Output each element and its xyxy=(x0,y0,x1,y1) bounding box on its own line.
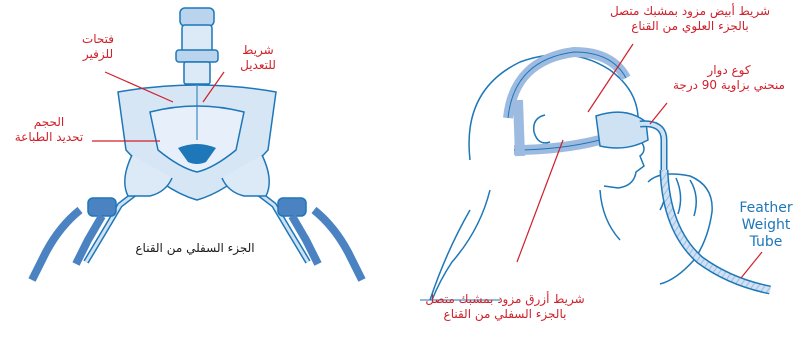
label-adjust-strap: شريط للتعديل xyxy=(226,43,290,73)
label-line: بالجزء العلوي من القناع xyxy=(590,19,790,34)
label-top-strap: شريط أبيض مزود بمشبك متصل بالجزء العلوي … xyxy=(590,4,790,34)
label-feather-weight-tube: Feather Weight Tube xyxy=(730,200,802,251)
label-line: شريط أبيض مزود بمشبك متصل xyxy=(590,4,790,19)
label-line: الحجم xyxy=(0,115,98,130)
label-line: Weight xyxy=(730,217,802,234)
label-exhalation-vents: فتحات للزفير xyxy=(66,32,130,62)
label-line: منحني بزاوية 90 درجة xyxy=(650,78,808,93)
label-line: شريط أزرق مزود بمشبك متصل xyxy=(400,292,610,307)
label-bottom-strap: شريط أزرق مزود بمشبك متصل بالجزء السفلي … xyxy=(400,292,610,322)
label-line: للتعديل xyxy=(226,58,290,73)
label-size-print: الحجم تحديد الطباعة xyxy=(0,115,98,145)
label-line: Tube xyxy=(730,234,802,251)
label-line: بالجزء السفلي من القناع xyxy=(400,307,610,322)
label-line: تحديد الطباعة xyxy=(0,130,98,145)
label-line: شريط xyxy=(226,43,290,58)
label-line: Feather xyxy=(730,200,802,217)
label-swivel-elbow: كوع دوار منحني بزاوية 90 درجة xyxy=(650,63,808,93)
label-line: الجزء السفلي من القناع xyxy=(100,241,290,256)
label-line: فتحات xyxy=(66,32,130,47)
label-line: كوع دوار xyxy=(650,63,808,78)
caption-lower-mask: الجزء السفلي من القناع xyxy=(100,241,290,256)
label-line: للزفير xyxy=(66,47,130,62)
